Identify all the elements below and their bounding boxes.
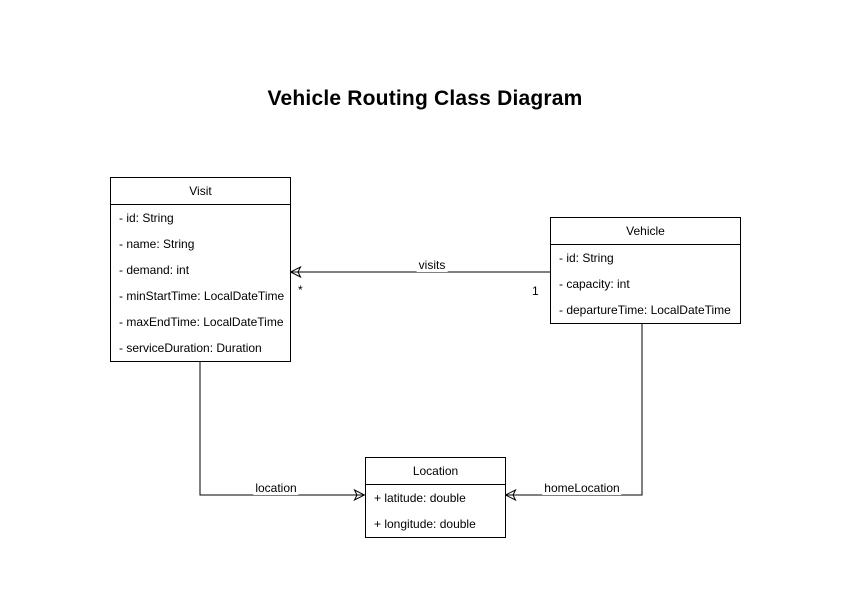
class-location-name: Location bbox=[366, 458, 505, 485]
edge-label-visits[interactable]: visits bbox=[416, 258, 448, 272]
multiplicity-visits-source[interactable]: 1 bbox=[532, 284, 539, 298]
class-location[interactable]: Location + latitude: double + longitude:… bbox=[365, 457, 506, 538]
class-visit-attribute: - serviceDuration: Duration bbox=[119, 341, 262, 355]
edge-label-home-location[interactable]: homeLocation bbox=[542, 481, 622, 495]
diagram-title: Vehicle Routing Class Diagram bbox=[267, 87, 583, 110]
class-visit-attribute: - minStartTime: LocalDateTime bbox=[119, 289, 285, 303]
class-visit-attribute: - maxEndTime: LocalDateTime bbox=[119, 315, 284, 329]
class-visit-attribute: - demand: int bbox=[119, 263, 190, 277]
edge-label-location[interactable]: location bbox=[253, 481, 299, 495]
class-vehicle[interactable]: Vehicle - id: String - capacity: int - d… bbox=[550, 217, 741, 324]
class-visit-attribute: - name: String bbox=[119, 237, 195, 251]
class-vehicle-attribute: - id: String bbox=[559, 251, 614, 265]
class-visit-attribute: - id: String bbox=[119, 211, 174, 225]
class-location-attribute: + longitude: double bbox=[374, 517, 476, 531]
edge-home-location[interactable] bbox=[506, 320, 643, 495]
class-vehicle-name: Vehicle bbox=[551, 218, 740, 245]
edge-location[interactable] bbox=[199, 360, 364, 495]
class-vehicle-attribute: - departureTime: LocalDateTime bbox=[559, 303, 731, 317]
class-visit-name: Visit bbox=[111, 178, 290, 205]
class-visit[interactable]: Visit - id: String - name: String - dema… bbox=[110, 177, 291, 362]
class-vehicle-attribute: - capacity: int bbox=[559, 277, 630, 291]
class-location-attribute: + latitude: double bbox=[374, 491, 466, 505]
multiplicity-visits-target[interactable]: * bbox=[298, 283, 303, 297]
